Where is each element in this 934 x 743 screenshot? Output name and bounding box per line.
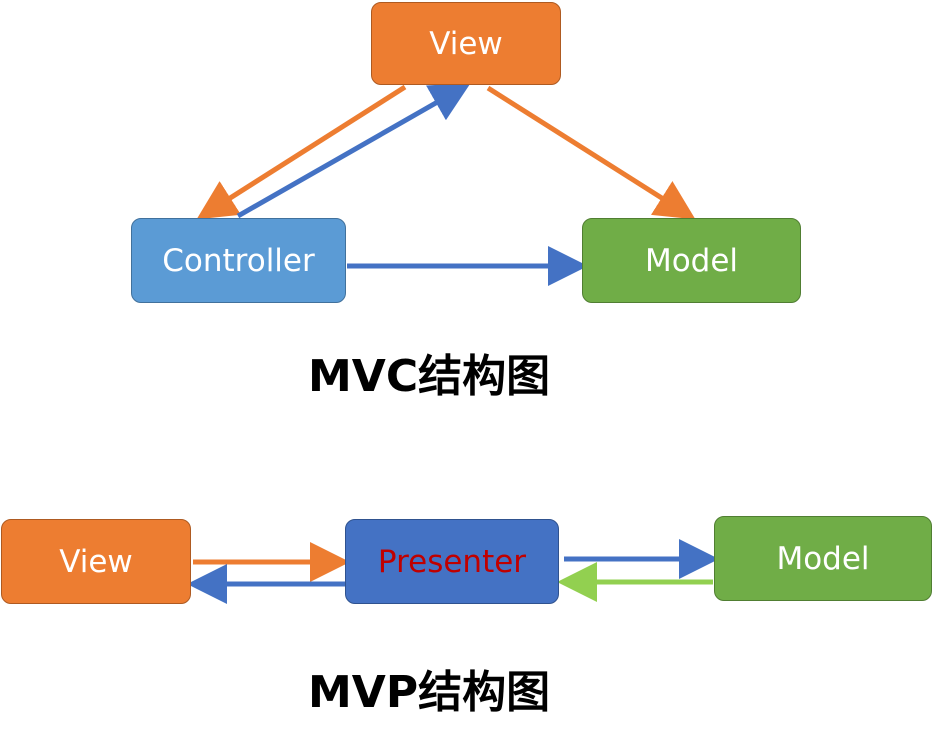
mvp-view-box: View [1, 519, 191, 604]
mvp-model-box: Model [714, 516, 932, 601]
mvc-model-box: Model [582, 218, 801, 303]
mvp-caption: MVP结构图 [308, 667, 551, 718]
arrow-controller-to-view [236, 83, 471, 219]
mvp-presenter-label: Presenter [377, 543, 527, 580]
arrow-view-to-controller [196, 84, 407, 220]
mvp-model-label: Model [776, 540, 870, 577]
mvp-view-label: View [59, 543, 133, 580]
mvc-view-box: View [371, 2, 561, 85]
mvc-model-label: Model [644, 242, 739, 279]
mvc-view-label: View [429, 25, 503, 62]
mvc-caption: MVC结构图 [308, 351, 551, 402]
mvc-controller-box: Controller [131, 218, 346, 303]
arrow-view-to-model [486, 85, 696, 220]
mvc-controller-label: Controller [162, 242, 315, 279]
mvp-presenter-box: Presenter [345, 519, 559, 604]
